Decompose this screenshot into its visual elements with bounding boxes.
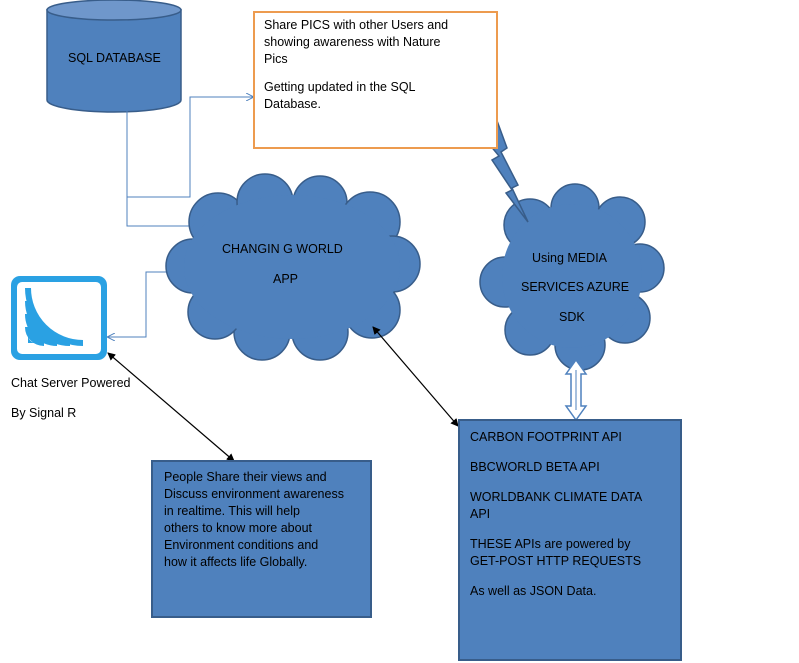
people-line: Discuss environment awareness <box>164 487 344 501</box>
callout-paragraph-2: Getting updated in the SQL Database. <box>264 79 487 113</box>
app-cloud-line1: CHANGIN G WORLD <box>222 242 343 256</box>
chat-to-people-arrow <box>107 352 235 462</box>
chat-server-line2: By Signal R <box>11 406 77 420</box>
api-powered-line2: GET-POST HTTP REQUESTS <box>470 554 642 568</box>
people-line: Environment conditions and <box>164 538 319 552</box>
api-json-data: As well as JSON Data. <box>470 584 597 598</box>
media-cloud-line3: SDK <box>559 310 585 324</box>
people-line: in realtime. This will help <box>164 504 300 518</box>
share-pics-callout: Share PICS with other Users and showing … <box>253 11 498 149</box>
api-worldbank: WORLDBANK CLIMATE DATA API <box>470 489 670 523</box>
signal-r-icon <box>11 276 107 360</box>
sql-database-label: SQL DATABASE <box>68 51 161 65</box>
app-to-api-arrow <box>372 326 459 427</box>
api-carbon-footprint: CARBON FOOTPRINT API <box>470 430 622 444</box>
people-share-box: People Share their views and Discuss env… <box>151 460 372 618</box>
db-to-callout-connector <box>126 97 253 198</box>
callout-paragraph-1: Share PICS with other Users and showing … <box>264 17 487 68</box>
callout-line: Share PICS with other Users and <box>264 18 449 32</box>
api-powered-line1: THESE APIs are powered by <box>470 537 631 551</box>
callout-line: Database. <box>264 97 321 111</box>
people-line: People Share their views and <box>164 470 327 484</box>
callout-line: showing awareness with Nature <box>264 35 441 49</box>
callout-line: Pics <box>264 52 288 66</box>
changing-world-app-cloud <box>165 173 421 361</box>
chat-server-line1: Chat Server Powered <box>11 376 131 390</box>
apis-box: CARBON FOOTPRINT API BBCWORLD BETA API W… <box>458 419 682 661</box>
api-powered-by: THESE APIs are powered by GET-POST HTTP … <box>470 536 670 570</box>
people-line: how it affects life Globally. <box>164 555 308 569</box>
people-line: others to know more about <box>164 521 312 535</box>
media-cloud-line1: Using MEDIA <box>532 251 608 265</box>
callout-line: Getting updated in the SQL <box>264 80 416 94</box>
media-cloud-line2: SERVICES AZURE <box>521 280 630 294</box>
sql-database-cylinder <box>46 0 182 113</box>
db-to-app-connector <box>126 197 200 226</box>
api-bbcworld: BBCWORLD BETA API <box>470 460 600 474</box>
app-to-chat-connector <box>108 271 170 337</box>
media-services-cloud <box>479 183 665 371</box>
api-worldbank-line1: WORLDBANK CLIMATE DATA <box>470 490 643 504</box>
bidirectional-arrow <box>564 358 588 422</box>
app-cloud-line2: APP <box>273 272 299 286</box>
api-worldbank-line2: API <box>470 507 491 521</box>
